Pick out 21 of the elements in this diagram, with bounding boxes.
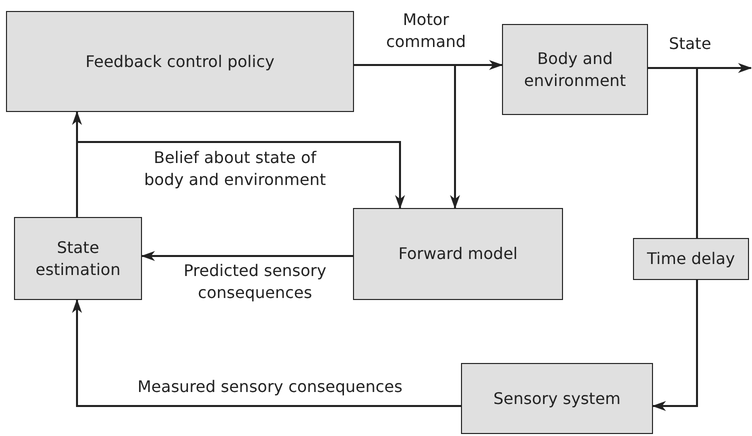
edge-label: Measured sensory consequences — [136, 376, 404, 398]
arrow — [354, 64, 460, 209]
node-label: Feedback control policy — [86, 50, 274, 72]
process-box — [502, 24, 648, 115]
node-label: State estimation — [34, 236, 122, 280]
node-label: Time delay — [647, 248, 735, 270]
node-label: Sensory system — [493, 388, 621, 410]
arrow — [72, 299, 461, 407]
edge-label: State — [668, 33, 712, 55]
process-box — [14, 217, 142, 300]
node-label: Body and environment — [523, 48, 627, 92]
edge-label: Belief about state of body and environment — [143, 147, 327, 190]
process-box — [461, 363, 653, 434]
arrow — [141, 251, 353, 261]
process-box — [353, 208, 563, 300]
arrow — [652, 280, 698, 411]
node-label: Forward model — [398, 243, 518, 265]
edge-label: Motor command — [385, 9, 467, 52]
process-box — [6, 11, 354, 112]
process-box — [633, 238, 749, 280]
edge-label: Predicted sensory consequences — [182, 260, 328, 304]
